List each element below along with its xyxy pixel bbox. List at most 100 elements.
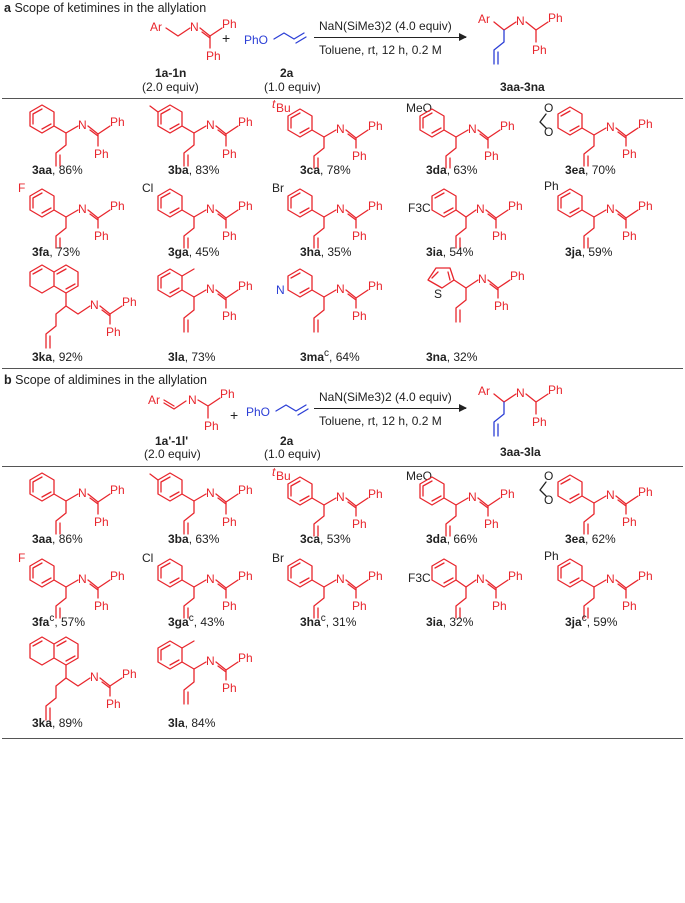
atom-o: O [544, 125, 553, 139]
result-label: 3ja, 59% [565, 245, 613, 259]
result-label: 3jac, 59% [565, 613, 618, 629]
result-label: 3ia, 32% [426, 615, 474, 629]
atom-ph: Ph [94, 599, 109, 613]
result-label: 3ka, 92% [32, 350, 83, 364]
atom-ph: Ph [508, 199, 523, 213]
atom-ph: Ph [122, 295, 137, 309]
reagent1-equiv: (2.0 equiv) [144, 447, 201, 461]
atom-tbu: Bu [276, 101, 291, 115]
atom-ph: Ph [622, 229, 637, 243]
section-b-end-rule [2, 738, 683, 739]
section-b-letter: b [4, 373, 12, 387]
result-label: 3da, 63% [426, 163, 478, 177]
atom-n: N [606, 202, 615, 216]
atom-ph: Ph [368, 569, 383, 583]
atom-n: N [336, 490, 345, 504]
atom-ph: Ph [492, 229, 507, 243]
reagent2-id: 2a [280, 66, 294, 80]
reaction-arrow [314, 404, 467, 412]
atom-n: N [336, 282, 345, 296]
reagent1-id: 1a'-1l' [155, 434, 189, 448]
atom-ph: Ph [500, 487, 515, 501]
atom-n: N [606, 572, 615, 586]
atom-ph: Ph [484, 149, 499, 163]
atom-n: N [78, 486, 87, 500]
atom-n: N [206, 118, 215, 132]
section-a-title-text: Scope of ketimines in the allylation [14, 1, 207, 15]
atom-ph: Ph [238, 115, 253, 129]
section-b-title: b Scope of aldimines in the allylation [4, 373, 207, 387]
result-label: 3ba, 63% [168, 532, 220, 546]
atom-ph: Ph [122, 667, 137, 681]
atom-tbu: Bu [276, 469, 291, 483]
atom-meo: MeO [406, 469, 432, 483]
reagent-ketimine-structure: Ar N Ph Ph [150, 17, 237, 63]
atom-ph: Ph [222, 147, 237, 161]
atom-ph: Ph [532, 43, 547, 57]
atom-meo: MeO [406, 101, 432, 115]
atom-ph: Ph [94, 515, 109, 529]
atom-s: S [434, 287, 442, 301]
plus-sign: + [222, 30, 231, 46]
atom-ph: Ph [220, 387, 235, 401]
result-label: 3gac, 43% [168, 613, 225, 629]
atom-br: Br [272, 551, 284, 565]
atom-o: O [544, 469, 553, 483]
section-b-title-text: Scope of aldimines in the allylation [15, 373, 207, 387]
product-general-structure: Ar N Ph Ph [478, 11, 563, 65]
atom-ph: Ph [352, 309, 367, 323]
atom-n: N [276, 283, 285, 297]
result-label: 3aa, 86% [32, 163, 83, 177]
atom-ph: Ph [484, 517, 499, 531]
atom-n: N [478, 272, 487, 286]
atom-n: N [336, 122, 345, 136]
atom-ph: Ph [222, 681, 237, 695]
condition-solvent: Toluene, rt, 12 h, 0.2 M [319, 414, 442, 428]
reagent1-equiv: (2.0 equiv) [142, 80, 199, 94]
atom-ph: Ph [352, 517, 367, 531]
atom-n: N [188, 393, 197, 407]
atom-ph: Ph [368, 279, 383, 293]
atom-ph: Ph [222, 309, 237, 323]
atom-ph: Ph [238, 279, 253, 293]
atom-n: N [468, 122, 477, 136]
atom-ph: Ph [110, 483, 125, 497]
atom-ph: Ph [368, 487, 383, 501]
reagent-allyl-ether-structure: PhO [244, 32, 307, 47]
atom-ar: Ar [478, 384, 490, 398]
section-a-header-rule [2, 98, 683, 99]
condition-base: NaN(SiMe3)2 (4.0 equiv) [319, 19, 452, 33]
atom-ph: Ph [204, 419, 219, 433]
reagent2-id: 2a [280, 434, 294, 448]
atom-n: N [90, 298, 99, 312]
section-a-letter: a [4, 1, 11, 15]
result-label: 3la, 73% [168, 350, 216, 364]
atom-ph: Ph [238, 483, 253, 497]
result-label: 3fac, 57% [32, 613, 86, 629]
atom-ph: Ph [548, 383, 563, 397]
atom-cl: Cl [142, 181, 153, 195]
section-a-end-rule [2, 368, 683, 369]
atom-tbu-t: t [272, 465, 276, 479]
atom-ar: Ar [478, 12, 490, 26]
result-label: 3hac, 31% [300, 613, 357, 629]
atom-ph: Ph [638, 117, 653, 131]
section-a-title: a Scope of ketimines in the allylation [4, 1, 206, 15]
atom-ph: Ph [548, 11, 563, 25]
